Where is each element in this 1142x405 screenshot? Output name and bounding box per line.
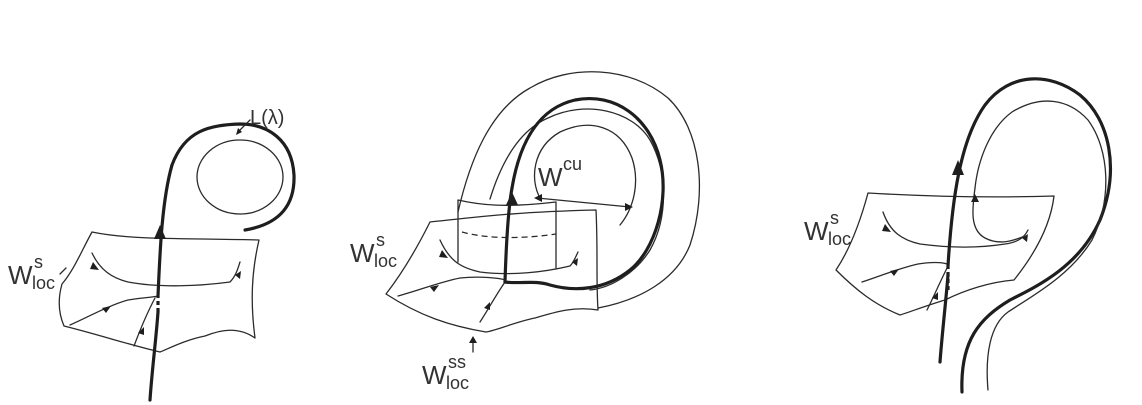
middle-flow-line-left [479,281,506,323]
left-flow-arrow-3 [138,327,144,335]
left-flow-arrow-2 [102,306,111,313]
middle-wcu-base: W [538,162,563,192]
middle-flow-line-lower [397,276,506,297]
left-panel: W s loc L(λ) [8,107,296,402]
left-unstable-branch [156,122,296,298]
right-wsloc-sub: loc [828,229,851,249]
middle-wall [457,199,557,269]
left-flow-line-lower [69,295,159,326]
left-flow-line-upper [91,252,241,287]
middle-wcu-arrow-head-left [534,194,542,202]
right-flow-arrow-4 [1022,234,1028,242]
left-flow-arrow-1 [90,262,99,270]
middle-panel: W s loc W cu W ss loc [350,71,700,393]
right-unstable-arrow [952,160,964,175]
right-wsloc-sup: s [830,208,839,228]
right-panel: W s loc [804,77,1112,394]
left-stable-manifold-sheet [58,231,260,353]
left-unstable-arrow [154,225,166,239]
middle-wcu-arrow-line [536,197,631,208]
right-flow-line-upper [882,211,1029,248]
right-unstable-branch [946,77,1112,394]
middle-wsloc-sub: loc [374,251,397,271]
middle-wssloc-sub: loc [446,373,469,393]
left-orbit-label: L(λ) [250,107,284,129]
middle-wall-dashed [461,231,557,239]
left-flow-arrow-4 [235,271,241,279]
left-wsloc-sub: loc [32,273,55,293]
middle-unstable-arrow [506,192,518,205]
middle-wcu-sup: cu [563,154,582,174]
right-stable-manifold-sheet [835,192,1055,316]
left-periodic-orbit [196,139,284,215]
middle-tube-inner [533,124,637,226]
middle-tube-outer-lower [489,108,665,291]
middle-flow-arrow-2 [430,285,439,292]
right-flow-line-lower [861,261,948,283]
left-homoclinic-orbit [148,310,160,402]
right-flow-arrow-2 [890,269,899,276]
middle-wsloc-sup: s [376,230,385,250]
left-wsloc-base: W [8,260,33,290]
left-flow-line-left [133,297,156,347]
left-wsloc-sup: s [34,252,43,272]
middle-wsloc-base: W [350,238,375,268]
right-thin-companion-curve [974,100,1107,391]
middle-wss-pointer-head [469,336,477,343]
right-flow-arrow-1 [882,224,891,232]
middle-tube-outer [457,71,700,309]
left-orbit-pointer-head [236,128,242,135]
middle-wssloc-sup: ss [448,352,466,372]
middle-unstable-branch [503,97,665,291]
right-inner-arrow [971,194,979,202]
right-wsloc-base: W [804,216,829,246]
middle-wcu-arrow-head-right [625,203,633,211]
middle-flow-arrow-3 [484,302,490,310]
left-wsloc-connector [59,267,67,275]
middle-stable-manifold-sheet [385,209,599,333]
middle-wssloc-base: W [422,360,447,390]
right-inner-loop [972,187,1026,243]
middle-flow-line-upper [439,239,579,275]
middle-flow-arrow-1 [439,250,448,258]
right-flow-line-left [926,265,949,311]
middle-flow-arrow-4 [572,258,578,266]
right-flow-arrow-3 [932,292,938,300]
